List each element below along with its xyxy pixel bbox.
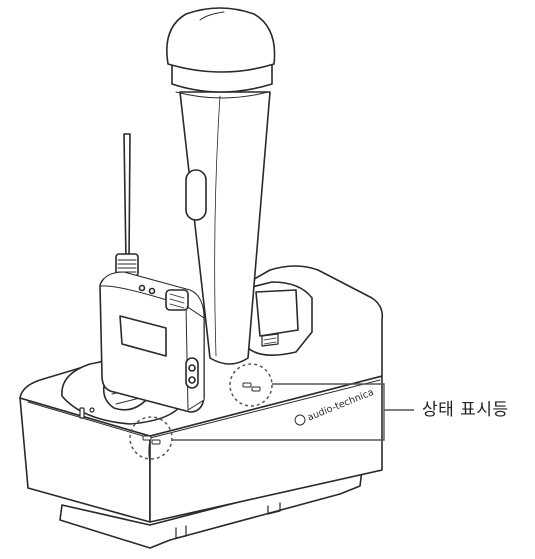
right-charging-pocket: [247, 281, 313, 356]
bodypack-transmitter: [99, 133, 205, 413]
front-indicator-marks: [79, 407, 151, 463]
status-indicator-left: [129, 416, 173, 460]
callout-leader-lines: [172, 383, 414, 441]
status-indicator-right: [229, 363, 273, 407]
handheld-microphone: [166, 7, 276, 365]
status-indicator-label: 상태 표시등: [422, 400, 509, 420]
